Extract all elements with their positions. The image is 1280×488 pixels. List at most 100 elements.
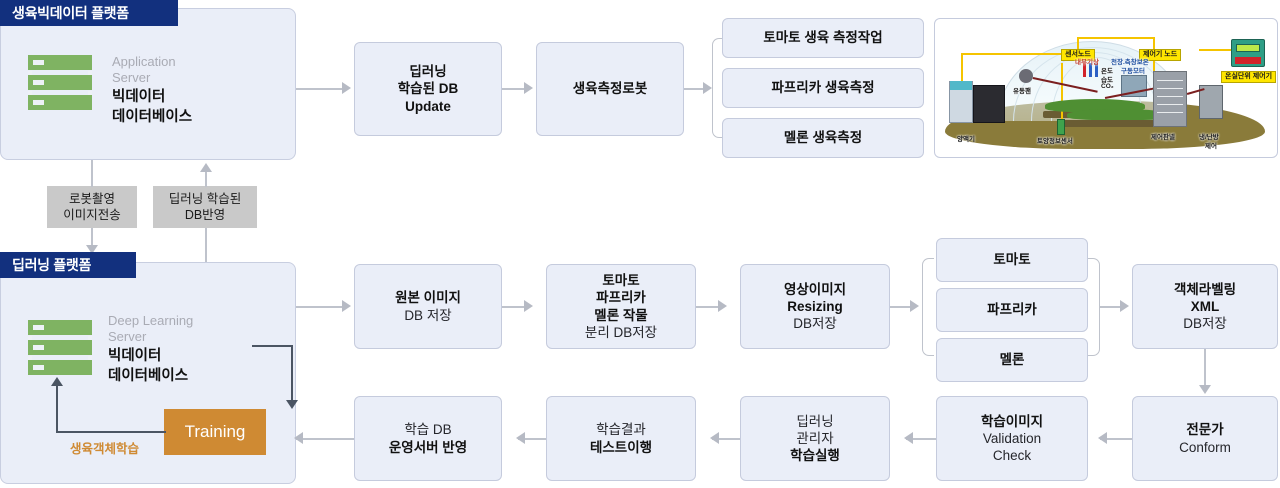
transfer-label-db-reflect: 딥러닝 학습된 DB반영 [153,186,257,228]
dl-db-update-line3: Update [405,98,451,114]
text-humidity: 습도 [1101,77,1113,84]
connector-deeplearning-up-lower [205,228,207,262]
text-circulation-fan: 유동팬 [1013,88,1031,95]
db-reflect-line1: 딥러닝 학습된 [168,191,242,206]
labeling-line1: 객체라벨링 [1173,281,1237,297]
node-tomato[interactable]: 토마토 [936,238,1088,282]
composite-environment-controller [1231,39,1265,67]
wire-sensor-to-ctrl [1077,37,1153,39]
melon-measure-label: 멜론 생육측정 [783,130,863,146]
robot-capture-line1: 로봇촬영 [68,191,115,206]
labeling-line2: XML [1190,298,1220,314]
connector-labeling-down [1204,349,1206,387]
arrow-down-to-deeplearning [86,245,98,254]
validation-line1: 학습이미지 [980,413,1044,429]
connector-bottom-1 [502,306,526,308]
node-test-execution[interactable]: 학습결과 테스트이행 [546,396,696,481]
greenhouse-bed-2 [1061,120,1177,127]
node-paprika[interactable]: 파프리카 [936,288,1088,332]
connector-row2-4 [518,438,546,440]
dl-server-sub-line2: Server [108,328,147,344]
text-hvac-control-line1: 냉/난방 [1199,134,1219,141]
node-training-run[interactable]: 딥러닝 관리자 학습실행 [740,396,890,481]
text-control-panel: 제어판넬 [1151,134,1175,141]
labeling-line3: DB저장 [1183,316,1227,332]
crop-split-line4: 분리 DB저장 [584,324,658,340]
arrow-bottom-2 [718,300,727,312]
expert-line1: 전문가 [1186,422,1224,438]
validation-line3: Check [992,448,1032,464]
bigdata-server-main-line1: 빅데이터 [112,88,166,105]
node-origin-image-db[interactable]: 원본 이미지 DB 저장 [354,264,502,349]
server-rack-icon-2 [28,320,92,375]
origin-image-line1: 원본 이미지 [395,290,461,306]
text-internal-weather: 내부기상 [1075,59,1099,66]
arrow-labeling-down [1199,385,1211,394]
tag-sensor-node: 센서노드 [1061,49,1095,61]
melon-label: 멜론 [999,352,1025,368]
training-block[interactable]: Training [164,409,266,455]
connector-row2-5 [296,438,354,440]
tomato-measure-label: 토마토 생육 측정작업 [763,30,883,46]
node-validation-check[interactable]: 학습이미지 Validation Check [936,396,1088,481]
node-paprika-measure[interactable]: 파프리카 생육측정 [722,68,924,108]
arrow-bottom-0 [342,300,351,312]
text-temperature: 온도 [1101,68,1113,75]
resizing-line3: DB저장 [793,316,837,332]
node-crop-split-db[interactable]: 토마토 파프리카 멜론 작물 분리 DB저장 [546,264,696,349]
panel-title-deeplearning-platform: 딥러닝 플랫폼 [0,252,136,278]
wire-top-left [961,53,1077,55]
node-tomato-measure[interactable]: 토마토 생육 측정작업 [722,18,924,58]
wire-sensor-node-drop [1077,37,1079,53]
temperature-bar [1083,63,1086,77]
expert-line2: Conform [1179,439,1231,455]
training-run-line3: 학습실행 [790,448,840,464]
control-panel-cabinet [1153,71,1187,127]
arrow-db-to-training [286,400,298,409]
training-run-line2: 관리자 [796,430,834,446]
db-reflect-line2: DB반영 [184,208,226,222]
tag-controller-node: 제어기 노드 [1139,49,1182,61]
connector-row2-3 [712,438,740,440]
bracket-bottom-branch-in [922,258,934,356]
arrow-top-1 [342,82,351,94]
arrow-top-3 [703,82,712,94]
arrow-bottom-1 [524,300,533,312]
arrow-row2-2 [904,432,913,444]
transfer-label-robot-capture: 로봇촬영 이미지전송 [47,186,137,228]
panel-title-text-2: 딥러닝 플랫폼 [12,257,92,273]
test-exec-line1: 학습결과 [596,422,646,438]
node-growth-robot[interactable]: 생육측정로봇 [536,42,684,136]
apply-ops-line2: 운영서버 반영 [388,439,468,455]
connector-bottom-0 [296,306,343,308]
node-expert-conform[interactable]: 전문가 Conform [1132,396,1278,481]
test-exec-line2: 테스트이행 [589,439,653,455]
dl-db-update-line1: 딥러닝 [409,64,447,80]
text-soil-info-sensor: 토양정보센서 [1037,138,1073,145]
node-dl-db-update[interactable]: 딥러닝 학습된 DB Update [354,42,502,136]
validation-line2: Validation [982,430,1042,446]
text-co2: CO₂ [1101,83,1114,90]
controller-screen [1235,44,1261,53]
training-run-line1: 딥러닝 [796,413,834,429]
connector-bottom-3 [890,306,912,308]
node-melon[interactable]: 멜론 [936,338,1088,382]
text-hvac-control-line2: 제어 [1205,143,1217,150]
connector-bigdata-down-upper [91,160,93,187]
controller-device-label [1234,57,1262,64]
connector-training-to-db-h [56,431,166,434]
arrow-row2-1 [1098,432,1107,444]
node-apply-ops-server[interactable]: 학습 DB 운영서버 반영 [354,396,502,481]
connector-bigdata-down-lower [91,228,93,247]
arrow-up-to-bigdata [200,163,212,172]
co2-bar [1095,63,1098,77]
node-melon-measure[interactable]: 멜론 생육측정 [722,118,924,158]
greenhouse-scene: 센서노드 제어기 노드 온실단위 제어기 내부기상 천장.측창보온 구동모터 온… [935,19,1277,157]
node-image-resizing[interactable]: 영상이미지 Resizing DB저장 [740,264,890,349]
node-object-labeling-xml[interactable]: 객체라벨링 XML DB저장 [1132,264,1278,349]
wire-soil-drop [1061,63,1063,121]
text-drive-motor: 구동모터 [1121,68,1145,75]
panel-title-bigdata-platform: 생육빅데이터 플랫폼 [0,0,178,26]
apply-ops-line1: 학습 DB [404,422,452,438]
